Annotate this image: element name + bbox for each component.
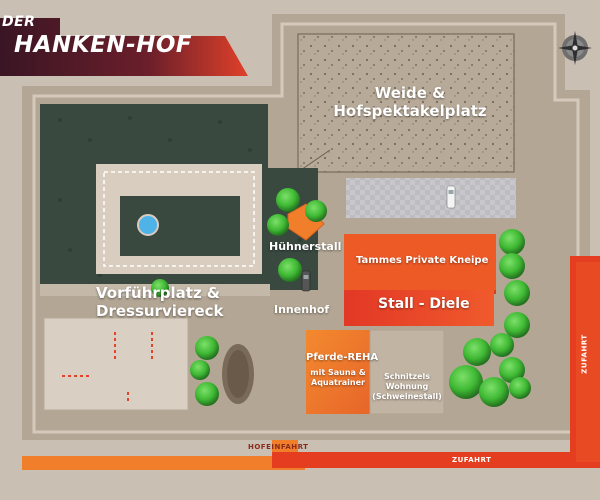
arena-markers [62,332,153,404]
pond-icon [137,214,159,236]
apartment-label: Schnitzels Wohnung (Schweinestall) [372,372,442,401]
compass-icon [558,31,592,65]
arena-label: Vorführplatz & Dressurviereck [96,284,224,320]
road-driveway [22,440,305,470]
riding-arena [43,317,189,411]
round-pen-inner [227,350,249,398]
pasture-area [298,34,514,172]
gravel-yard [346,178,516,218]
tree-icon [463,338,491,366]
tree-icon [276,188,300,212]
tree-icon [504,312,530,338]
tree-icon [499,229,525,255]
tree-icon [305,200,327,222]
rehab-label: Pferde-REHA [306,352,379,363]
tree-icon [151,279,169,297]
title-prefix: DER [2,14,36,30]
title-main: HANKEN-HOF [14,32,193,58]
pasture-label: Weide & Hofspektakelplatz [333,84,487,120]
tree-icon [490,333,514,357]
tree-icon [195,336,219,360]
tree-icon [267,214,289,236]
tree-icon [499,253,525,279]
tree-icon [499,357,525,383]
car-icon-courtyard [301,270,311,292]
tree-icon [504,280,530,306]
chicken-coop-label: Hühnerstall [269,240,342,253]
road-side-inner [576,262,600,462]
title-banner [0,18,248,76]
rehab-building [306,330,370,414]
access-bottom-label: ZUFAHRT [452,456,492,464]
tree-icon [479,377,509,407]
inner-border [32,22,580,434]
tree-icon [278,258,302,282]
rehab-sub-label: mit Sauna & Aquatrainer [310,368,366,387]
pub-label: Tammes Private Kneipe [356,255,489,266]
car-icon [446,185,456,209]
trees [151,188,531,407]
tree-icon [195,382,219,406]
courtyard-label: Innenhof [274,303,330,316]
pasture-fence [297,33,515,173]
tree-icon [190,360,210,380]
pub-building [344,234,496,294]
stable-building [344,290,494,326]
road-main [272,452,600,468]
apartment-building [369,329,445,415]
tree-icon [449,365,483,399]
stable-label: Stall - Diele [378,296,470,312]
access-side-label: ZUFAHRT [580,334,589,374]
driveway-label: HOFEINFAHRT [248,443,309,451]
tree-icon [509,377,531,399]
